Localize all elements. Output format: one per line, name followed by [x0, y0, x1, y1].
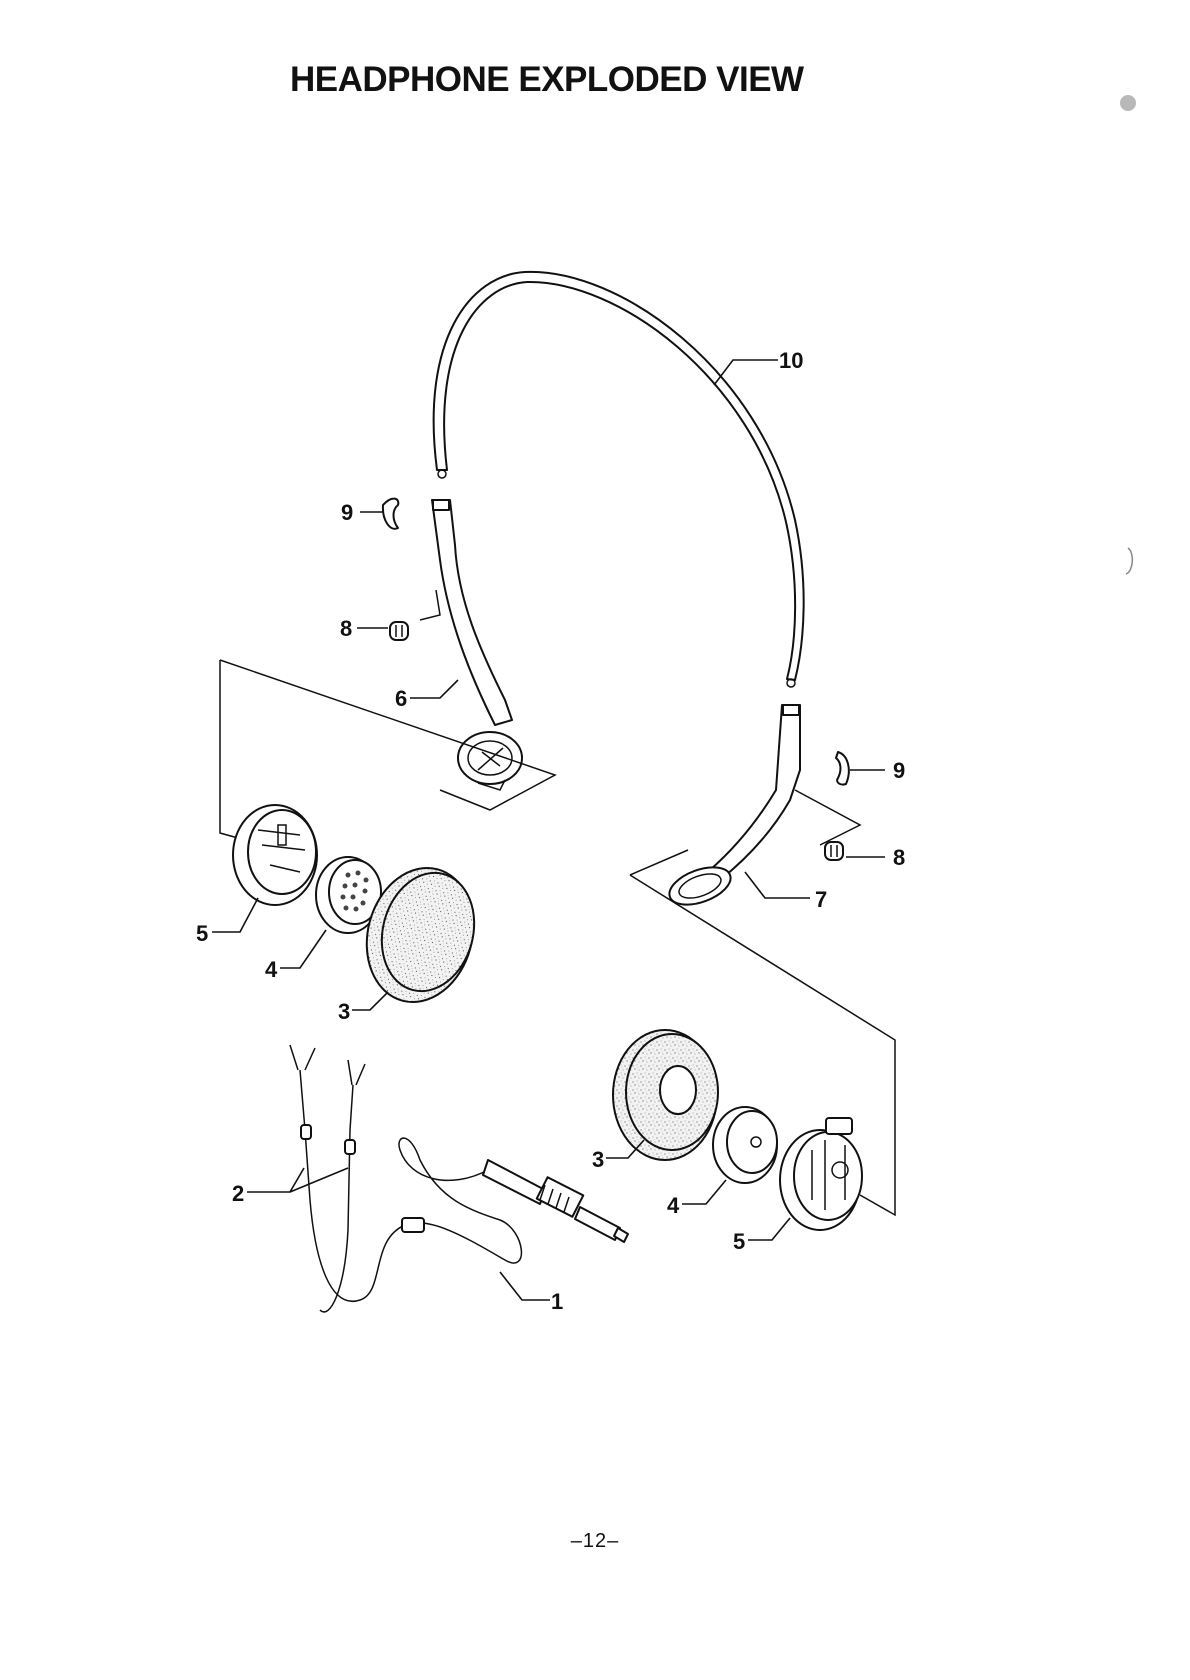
- left-cap-part: [390, 622, 408, 640]
- right-housing-part: [780, 1118, 862, 1230]
- callout-9-right: 9: [893, 758, 905, 783]
- callout-6: 6: [395, 686, 407, 711]
- callout-5-left: 5: [196, 921, 208, 946]
- cord-assembly-part: [290, 1045, 628, 1312]
- headband-part: [434, 272, 804, 687]
- callout-4-right: 4: [667, 1193, 680, 1218]
- callout-8-right: 8: [893, 845, 905, 870]
- callout-3-right: 3: [592, 1147, 604, 1172]
- scan-marks: [1120, 95, 1136, 574]
- callout-8-left: 8: [340, 616, 352, 641]
- right-driver-part: [713, 1107, 777, 1183]
- callout-10: 10: [779, 348, 803, 373]
- left-slider-arm-part: [432, 500, 522, 790]
- page-number: –12–: [0, 1530, 1190, 1553]
- right-slider-arm-part: [664, 705, 800, 912]
- left-housing-part: [233, 805, 317, 905]
- callout-5-right: 5: [733, 1229, 745, 1254]
- right-ear-pad-part: [613, 1030, 718, 1160]
- right-clip-part: [836, 752, 849, 785]
- callout-3-left: 3: [338, 999, 350, 1024]
- callout-2: 2: [232, 1181, 244, 1206]
- callout-4-left: 4: [265, 957, 278, 982]
- callout-9-left: 9: [341, 500, 353, 525]
- right-cap-part: [825, 842, 843, 860]
- callout-1: 1: [551, 1289, 563, 1314]
- callout-7: 7: [815, 887, 827, 912]
- left-clip-part: [383, 499, 398, 529]
